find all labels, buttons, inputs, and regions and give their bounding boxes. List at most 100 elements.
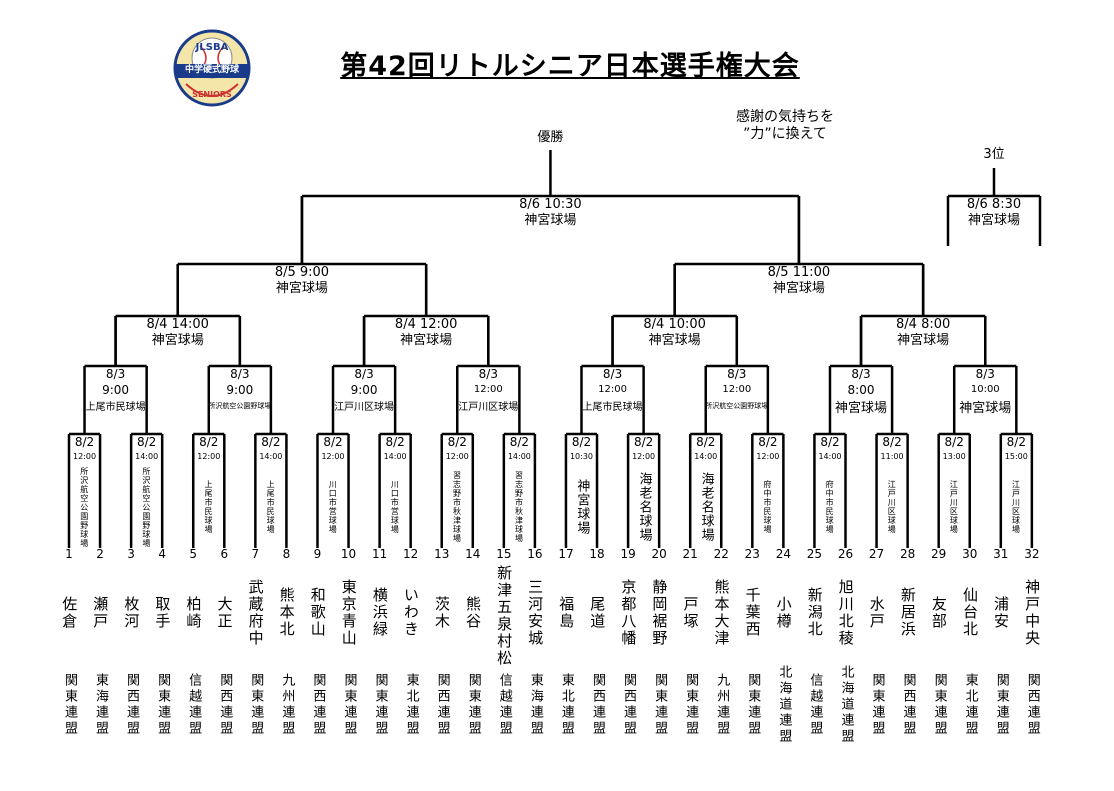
r3-match-time: 9:00 [102,383,130,397]
team-league: 関西連盟 [621,673,637,737]
team-league: 関西連盟 [1024,673,1040,737]
team-league: 東北連盟 [558,673,574,737]
team-name: 友部 [929,595,948,630]
team-number: 31 [993,547,1009,561]
r3-match-venue: 神宮球場 [835,401,888,416]
final-venue: 神宮球場 [524,213,577,228]
r2-match-date: 8/2 [509,435,530,449]
team-number: 9 [313,547,322,561]
r3-match-date: 8/3 [230,367,250,381]
r3-match-time: 12:00 [598,384,627,395]
logo-band-text: 中学硬式野球 [184,65,239,75]
team-name: 瀬戸 [91,595,110,630]
r2-match-date: 8/2 [571,435,592,449]
r3-match-date: 8/3 [975,367,995,381]
message-line-2: ”力”に換えて [743,125,827,142]
r2-match-venue: 府中市民球場 [763,480,773,534]
team-league: 関東連盟 [652,673,668,737]
qf-match-date: 8/4 8:00 [896,317,951,332]
team-name: 浦安 [992,595,1011,630]
r2-match-date: 8/2 [199,435,219,449]
team-name: 水戸 [867,595,886,630]
team-league: 東海連盟 [92,673,108,737]
team-league: 関西連盟 [589,673,605,737]
team-number: 17 [558,547,574,561]
r2-match-time: 12:00 [197,452,221,461]
r2-match-date: 8/2 [261,435,281,449]
team-league: 九州連盟 [714,673,730,737]
message-line-1: 感謝の気持ちを [736,109,834,125]
team-number: 20 [651,547,667,561]
r2-match-time: 12:00 [632,452,656,461]
team-number: 14 [465,547,481,561]
team-name: 千葉西 [743,587,762,638]
team-number: 30 [962,547,978,561]
r2-match-time: 14:00 [383,452,407,461]
final-date: 8/6 10:30 [519,197,582,212]
r2-match-date: 8/2 [944,435,964,449]
r2-match-time: 13:00 [942,452,966,461]
team-number: 12 [403,547,419,561]
qf-match-venue: 神宮球場 [897,333,950,348]
team-league: 関東連盟 [341,673,357,737]
r2-match-venue: 江戸川区球場 [1011,480,1021,534]
qf-match-venue: 神宮球場 [151,333,204,348]
team-league: 信越連盟 [186,673,202,737]
r3-match-time: 9:00 [226,383,254,397]
r3-match-time: 10:00 [970,384,1000,395]
team-name: 横浜緑 [370,587,389,638]
team-league: 信越連盟 [807,673,823,737]
r2-match-time: 12:00 [321,452,345,461]
team-name: 新居浜 [898,587,917,638]
r2-match-venue: 江戸川区球場 [887,480,897,534]
logo: JLSBA 中学硬式野球 SENIORS [172,28,252,108]
r2-match-date: 8/2 [323,435,343,449]
r2-match-time: 14:00 [818,452,842,461]
sf-match-date: 8/5 9:00 [274,265,330,280]
team-league: 関西連盟 [217,673,233,737]
team-name: 神戸中央 [1023,578,1042,647]
r3-match-date: 8/3 [105,367,126,381]
team-number: 29 [931,547,947,561]
r2-match-date: 8/2 [136,435,157,449]
r3-match-venue: 江戸川区球場 [458,402,519,413]
qf-match-date: 8/4 14:00 [146,317,209,332]
r3-match-date: 8/3 [851,367,871,381]
team-name: 小樽 [774,595,793,630]
team-league: 関東連盟 [683,673,699,737]
r3-match-venue: 神宮球場 [959,401,1012,416]
r2-match-venue: 上尾市民球場 [266,480,276,534]
team-number: 25 [806,547,823,561]
qf-match-venue: 神宮球場 [400,333,453,348]
team-number: 32 [1024,547,1040,561]
r2-match-venue: 川口市営球場 [390,480,400,534]
r2-match-date: 8/2 [385,435,405,449]
r2-match-date: 8/2 [1006,435,1026,449]
r2-match-venue: 習志野市秋津球場 [514,471,524,543]
team-number: 6 [220,547,229,561]
r2-match-time: 14:00 [507,452,531,461]
third-place-venue: 神宮球場 [967,213,1020,228]
r2-match-date: 8/2 [820,435,840,449]
qf-match-date: 8/4 12:00 [394,317,458,332]
r2-match-date: 8/2 [696,435,716,449]
r2-match-date: 8/2 [882,435,902,449]
team-number: 2 [96,547,104,561]
r3-match-date: 8/3 [478,367,498,381]
team-number: 5 [189,547,198,561]
team-league: 北海道連盟 [776,665,792,745]
r2-match-venue: 所沢航空公園野球場 [79,466,89,548]
logo-bottom-text: SENIORS [192,90,232,99]
qf-match-date: 8/4 10:00 [643,317,706,332]
r2-match-venue: 所沢航空公園野球場 [141,466,151,548]
team-name: 茨木 [432,595,451,630]
team-number: 13 [434,547,450,561]
r2-match-venue: 海老名球場 [636,472,652,542]
r2-match-time: 14:00 [259,452,283,461]
r2-match-venue: 川口市営球場 [328,480,338,534]
team-league: 東海連盟 [527,673,543,737]
team-number: 8 [282,547,291,561]
team-name: いわき [401,587,420,638]
team-number: 19 [620,547,636,561]
